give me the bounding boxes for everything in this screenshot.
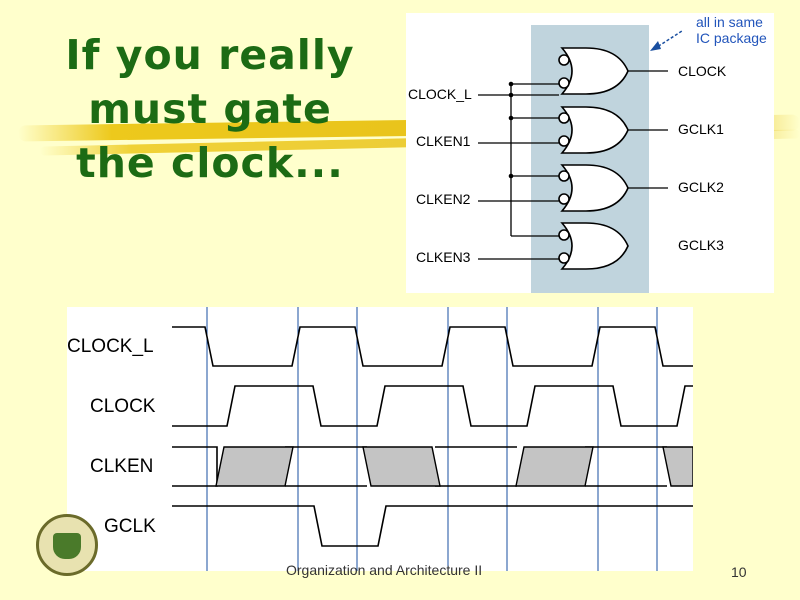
- junction-dot: [508, 81, 514, 87]
- junction-dot: [508, 115, 514, 121]
- output-label-gclk2: GCLK2: [678, 179, 724, 195]
- package-note-line-1: all in same: [696, 14, 763, 30]
- timing-diagram-panel: CLOCK_L CLOCK CLKEN GCLK: [67, 307, 693, 571]
- or-gate: [558, 106, 629, 154]
- arrow-head-icon: [650, 41, 661, 51]
- waveform-clock-l: [172, 326, 693, 367]
- input-label-clken1: CLKEN1: [416, 133, 471, 149]
- or-gate: [558, 222, 629, 270]
- junction-dot: [508, 92, 514, 98]
- or-gate: [558, 47, 629, 95]
- waveform-clock: [172, 385, 693, 427]
- input-label-clken2: CLKEN2: [416, 191, 471, 207]
- gate-schematic: CLOCK_L CLKEN1 CLKEN2 CLKEN3 CLOCK GCLK1…: [408, 25, 727, 293]
- waveform-gclk: [172, 505, 693, 547]
- signal-label-clock-l: CLOCK_L: [67, 336, 154, 357]
- slide-page-number: 10: [731, 564, 747, 580]
- signal-label-gclk: GCLK: [104, 516, 156, 537]
- timing-diagram: CLOCK_L CLOCK CLKEN GCLK: [67, 307, 693, 571]
- output-label-clock: CLOCK: [678, 63, 727, 79]
- or-gate: [558, 164, 629, 212]
- title-line-1: If you really: [65, 31, 355, 79]
- university-seal-logo: [36, 514, 98, 576]
- slide-title: If you really must gate the clock...: [40, 28, 380, 190]
- signal-label-clock: CLOCK: [90, 396, 156, 417]
- waveform-clken: [172, 446, 693, 487]
- junction-dot: [508, 173, 514, 179]
- input-label-clken3: CLKEN3: [416, 249, 471, 265]
- seal-emblem: [53, 533, 81, 559]
- input-label-clock-l: CLOCK_L: [408, 86, 472, 102]
- package-note: all in same IC package: [696, 14, 767, 46]
- package-note-line-2: IC package: [696, 30, 767, 46]
- footer-course-title: Organization and Architecture II: [286, 562, 483, 578]
- signal-label-clken: CLKEN: [90, 456, 153, 477]
- gate-schematic-panel: CLOCK_L CLKEN1 CLKEN2 CLKEN3 CLOCK GCLK1…: [406, 13, 774, 293]
- output-label-gclk1: GCLK1: [678, 121, 724, 137]
- title-line-2: must gate: [88, 85, 332, 133]
- output-label-gclk3: GCLK3: [678, 237, 724, 253]
- title-line-3: the clock...: [76, 139, 344, 187]
